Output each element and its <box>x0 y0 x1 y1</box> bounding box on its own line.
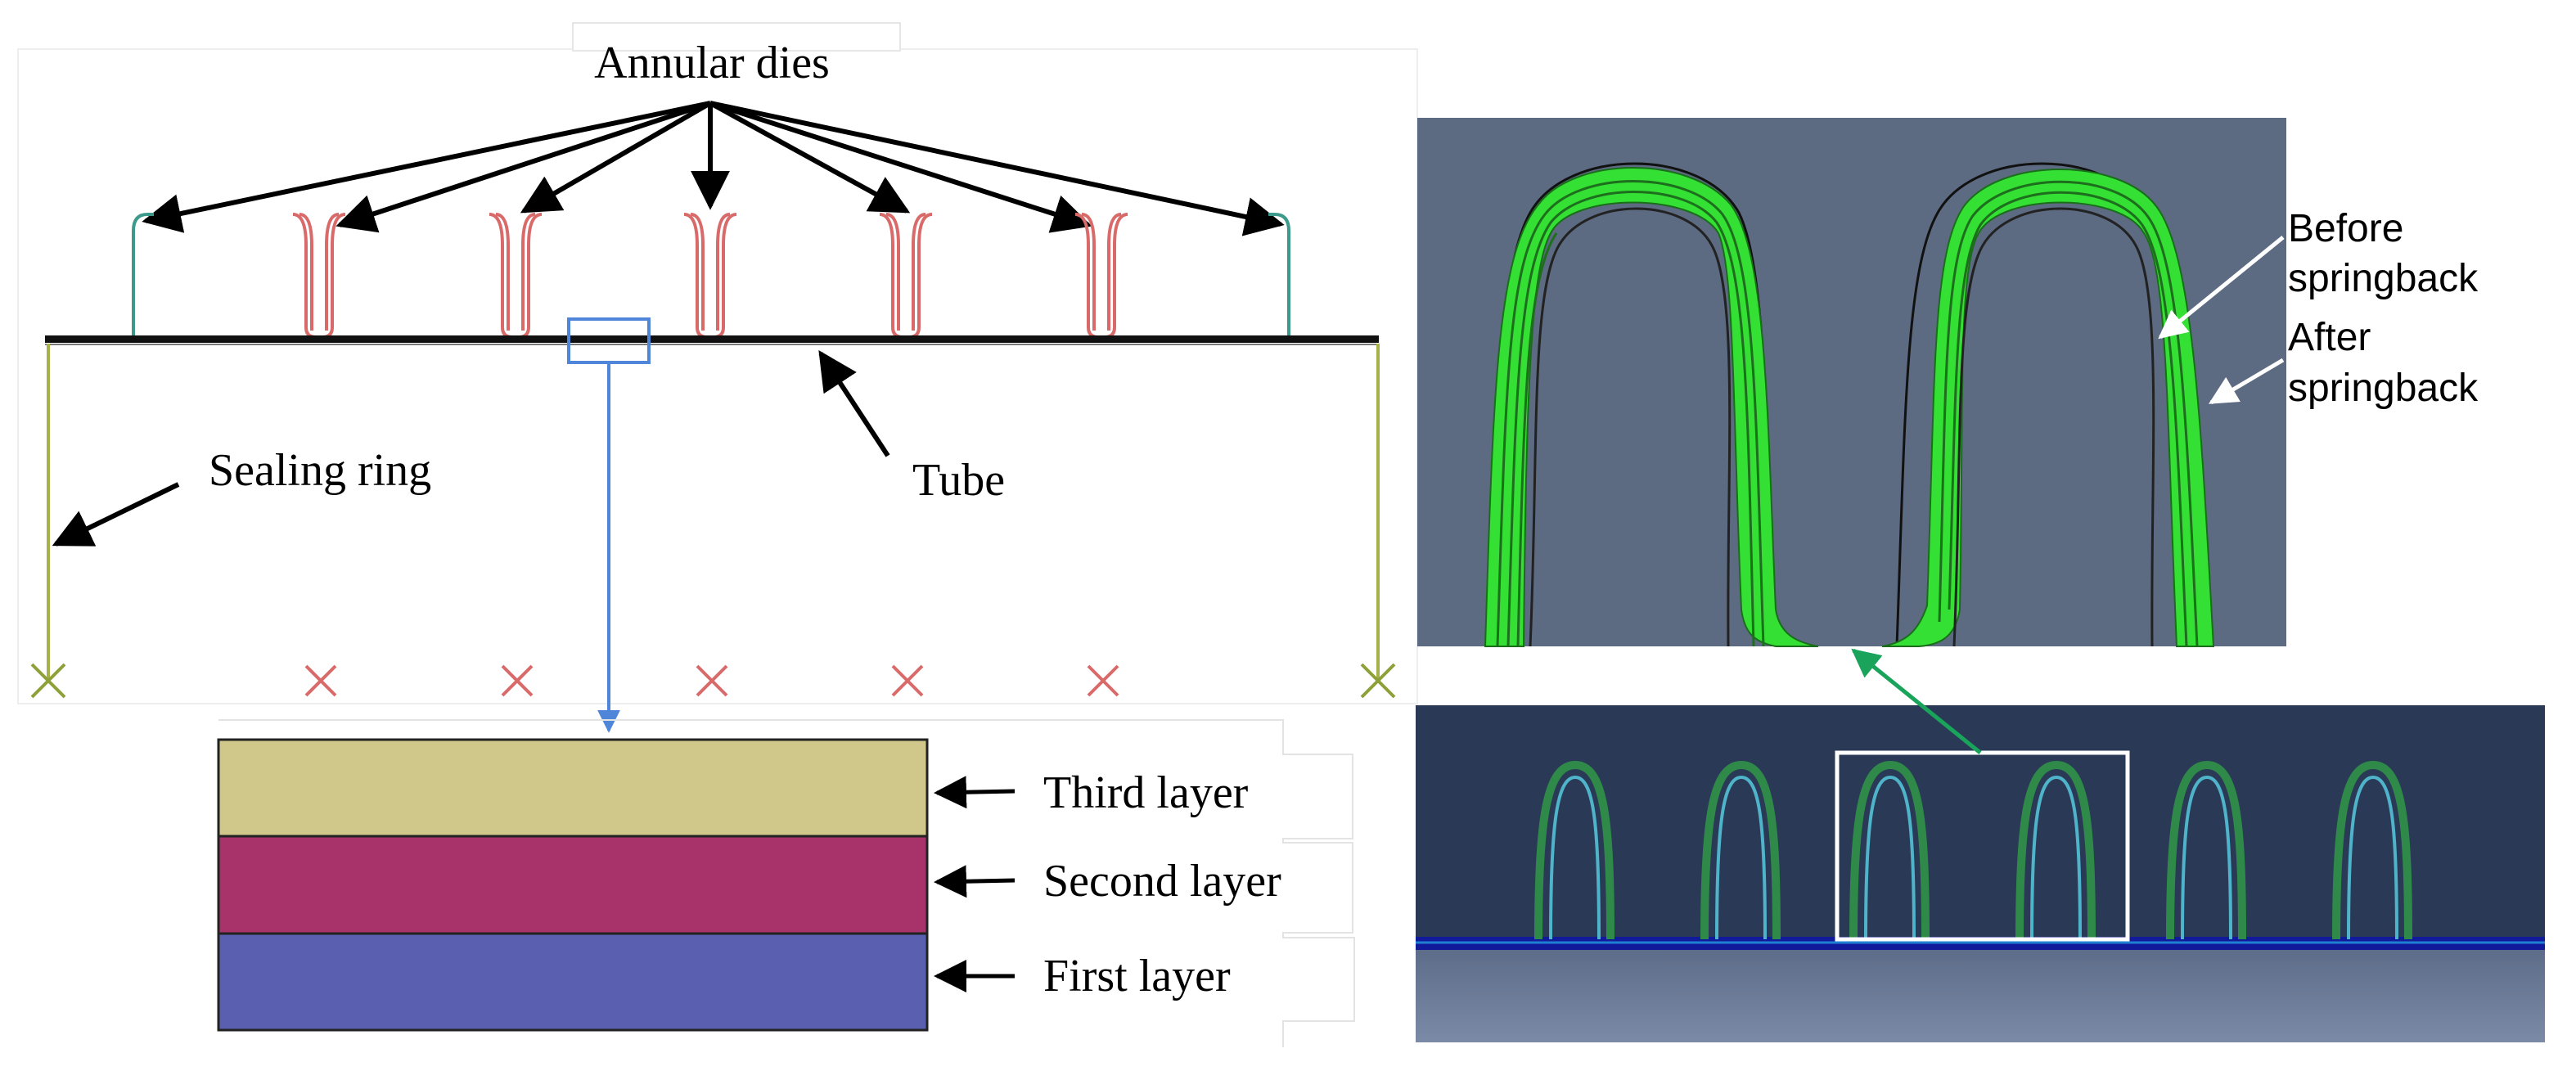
second-layer-label: Second layer <box>1043 856 1281 907</box>
bc-marker-7 <box>1360 663 1396 699</box>
arrow-die-5 <box>709 101 911 214</box>
model-frame <box>17 48 1418 704</box>
bc-marker-3 <box>501 664 534 697</box>
overview-link-arrow <box>1851 648 1982 754</box>
arrow-die-1 <box>142 101 711 233</box>
title-tab <box>572 22 901 52</box>
tube-arrow <box>818 349 890 457</box>
first-layer <box>217 932 929 1032</box>
end-die-left <box>132 213 154 337</box>
overview-fold-6-inner <box>2347 775 2398 940</box>
overview-fold-2-inner <box>1715 775 1767 940</box>
arrow-die-3 <box>520 101 712 214</box>
end-die-right <box>1268 213 1290 337</box>
overview-fold-3 <box>1849 760 1930 940</box>
overview-fold-5-inner <box>2181 775 2232 940</box>
tube <box>45 335 1379 343</box>
layer-detail-panel: Third layer Second layer First layer <box>217 719 1355 1047</box>
fe-model-panel: Annular dies <box>17 22 1418 733</box>
arrow-die-7 <box>709 101 1285 236</box>
after-springback-line-1: After <box>2288 316 2371 359</box>
bc-marker-5 <box>891 664 924 697</box>
overview-fold-1 <box>1534 760 1615 940</box>
second-layer-arrow <box>934 865 1016 898</box>
third-layer-arrow <box>934 776 1016 809</box>
before-springback-line-2: springback <box>2288 257 2479 300</box>
annular-dies-arrows <box>142 101 1285 236</box>
fold-right-formed-band <box>1881 169 2215 647</box>
arrow-die-2 <box>336 101 711 233</box>
before-springback-arrow <box>2158 236 2285 340</box>
third-layer-label: Third layer <box>1043 767 1249 818</box>
bc-marker-1 <box>30 663 66 699</box>
first-layer-label: First layer <box>1043 951 1231 1001</box>
bc-marker-2 <box>304 664 337 697</box>
fold-right-element-lines <box>1938 180 2199 647</box>
annular-dies-label: Annular dies <box>594 38 830 88</box>
second-layer <box>217 835 929 935</box>
after-springback-label: After springback <box>2288 316 2479 410</box>
before-springback-label: Before springback <box>2288 207 2479 300</box>
fold-right <box>1881 162 2215 647</box>
fold-left-formed-band <box>1484 167 1819 647</box>
after-springback-arrow <box>2208 358 2285 405</box>
overview-highlight-box <box>1835 750 2130 942</box>
overview-fold-5 <box>2166 760 2246 940</box>
after-springback-line-2: springback <box>2288 367 2479 410</box>
fold-left-before-outline <box>1529 207 1732 647</box>
fold-right-before-outline <box>1952 207 2155 647</box>
sealing-ring-arrow <box>52 482 180 547</box>
overview-floor <box>1416 949 2545 1042</box>
overview-fold-3-inner <box>1864 775 1916 940</box>
overview-fold-4 <box>2015 760 2096 940</box>
arrow-die-6 <box>709 101 1092 233</box>
overview-fold-6 <box>2332 760 2412 940</box>
sealing-ring-label: Sealing ring <box>209 445 431 496</box>
fold-left-element-lines <box>1496 180 1765 647</box>
third-layer <box>217 738 929 838</box>
overview-panel <box>1416 648 2545 1042</box>
overview-fold-4-inner <box>2030 775 2082 940</box>
overview-fold-1-inner <box>1549 775 1601 940</box>
bc-marker-4 <box>696 664 728 697</box>
springback-detail-panel: Before springback After springback <box>1417 118 2479 647</box>
before-springback-line-1: Before <box>2288 207 2403 250</box>
overview-folds <box>1534 760 2412 940</box>
boundary-markers <box>30 663 1396 699</box>
fold-left <box>1484 162 1819 647</box>
bc-marker-6 <box>1087 664 1119 697</box>
layer-panel-frame <box>218 719 1355 1047</box>
tube-label: Tube <box>912 455 1005 506</box>
overview-fold-2 <box>1700 760 1781 940</box>
